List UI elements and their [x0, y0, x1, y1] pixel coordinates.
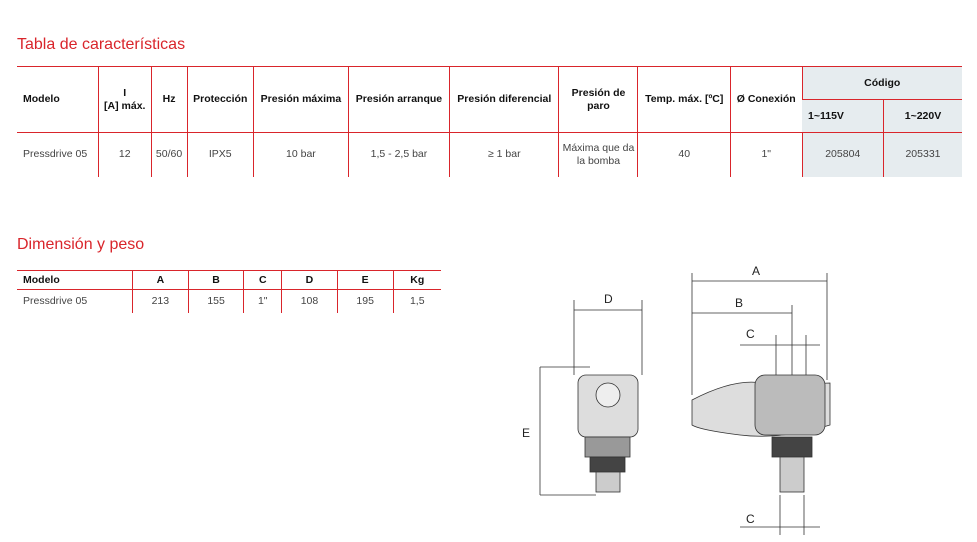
- header-d: D: [281, 270, 338, 290]
- cell-model: Pressdrive 05: [23, 148, 88, 161]
- cell-e: 195: [336, 289, 394, 313]
- label-c-top: C: [746, 327, 755, 341]
- characteristics-table: Modelo I [A] máx. Hz Protección Presión …: [17, 66, 962, 177]
- header-diff-pressure: Presión diferencial: [449, 66, 559, 133]
- cell-connection: 1": [729, 132, 802, 177]
- header-modelo: Modelo: [17, 270, 133, 290]
- header-c: C: [243, 270, 282, 290]
- section-title-dimensions: Dimensión y peso: [17, 236, 145, 253]
- table-row: Pressdrive 05 213 155 1" 108 195 1,5: [17, 289, 441, 313]
- label-e: E: [522, 426, 530, 440]
- front-view-device: [577, 374, 639, 493]
- cell-protection: IPX5: [186, 132, 254, 177]
- label-d: D: [604, 292, 613, 306]
- cell-temp: 40: [637, 132, 731, 177]
- header-hz: Hz: [150, 66, 188, 133]
- cell-kg: 1,5: [392, 289, 441, 313]
- header-a: A: [132, 270, 189, 290]
- table-row: Pressdrive 05 12 50/60 IPX5 10 bar 1,5 -…: [17, 132, 962, 177]
- label-c-bottom: C: [746, 512, 755, 526]
- header-current: I [A] máx.: [98, 66, 151, 133]
- header-code-115v: 1~115V: [802, 99, 884, 133]
- cell-hz: 50/60: [150, 132, 188, 177]
- cell-code-115v: 205804: [801, 132, 884, 177]
- cell-a: 213: [132, 289, 189, 313]
- header-connection: Ø Conexión: [729, 66, 802, 133]
- header-protection: Protección: [186, 66, 254, 133]
- header-stop-pressure: Presión de paro: [558, 66, 638, 133]
- label-b: B: [735, 296, 743, 310]
- cell-c: 1": [243, 289, 282, 313]
- cell-model: Pressdrive 05: [23, 295, 88, 307]
- header-temp: Temp. máx. [ºC]: [637, 66, 731, 133]
- section-title-characteristics: Tabla de características: [17, 36, 186, 53]
- header-e: E: [336, 270, 394, 290]
- dimension-drawing: D E A B C C: [522, 264, 831, 535]
- header-code-220v: 1~220V: [883, 99, 962, 133]
- dimensions-table: Modelo A B C D E Kg Pressdrive 05 213 15…: [17, 270, 441, 313]
- cell-max-pressure: 10 bar: [252, 132, 349, 177]
- cell-diff-pressure: ≥ 1 bar: [449, 132, 559, 177]
- cell-start-pressure: 1,5 - 2,5 bar: [347, 132, 450, 177]
- header-start-pressure: Presión arranque: [347, 66, 450, 133]
- header-max-pressure: Presión máxima: [252, 66, 349, 133]
- cell-current: 12: [98, 132, 151, 177]
- cell-code-220v: 205331: [883, 132, 962, 177]
- cell-stop-pressure: Máxima que da la bomba: [558, 132, 638, 177]
- side-view-device: [691, 374, 831, 493]
- label-a: A: [752, 264, 760, 278]
- header-code: Código: [801, 66, 962, 100]
- header-kg: Kg: [392, 270, 441, 290]
- cell-b: 155: [187, 289, 244, 313]
- header-b: B: [187, 270, 244, 290]
- cell-d: 108: [281, 289, 338, 313]
- header-modelo: Modelo: [17, 66, 99, 133]
